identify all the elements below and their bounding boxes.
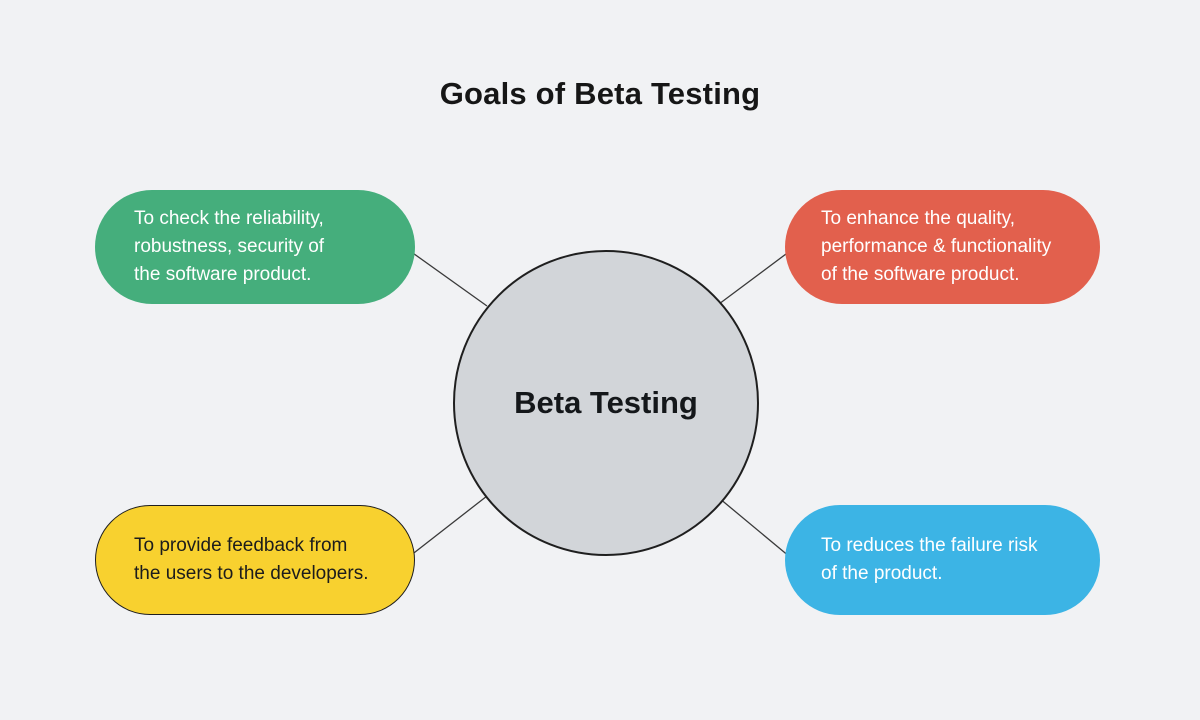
connector-top-left — [409, 250, 488, 307]
connector-top-right — [718, 250, 791, 305]
node-reliability: To check the reliability, robustness, se… — [95, 190, 415, 304]
node-risk-text: To reduces the failure risk of the produ… — [821, 535, 1038, 584]
node-risk: To reduces the failure risk of the produ… — [785, 505, 1100, 615]
center-node-beta-testing: Beta Testing — [453, 250, 759, 556]
node-feedback-text: To provide feedback from the users to th… — [134, 535, 369, 584]
node-quality-text: To enhance the quality, performance & fu… — [821, 208, 1052, 285]
node-quality: To enhance the quality, performance & fu… — [785, 190, 1100, 304]
node-reliability-text: To check the reliability, robustness, se… — [134, 208, 325, 285]
connector-bottom-left — [409, 495, 488, 557]
connector-bottom-right — [718, 497, 791, 558]
node-feedback: To provide feedback from the users to th… — [95, 505, 415, 615]
diagram-title: Goals of Beta Testing — [439, 76, 761, 111]
center-node-label: Beta Testing — [514, 385, 698, 420]
